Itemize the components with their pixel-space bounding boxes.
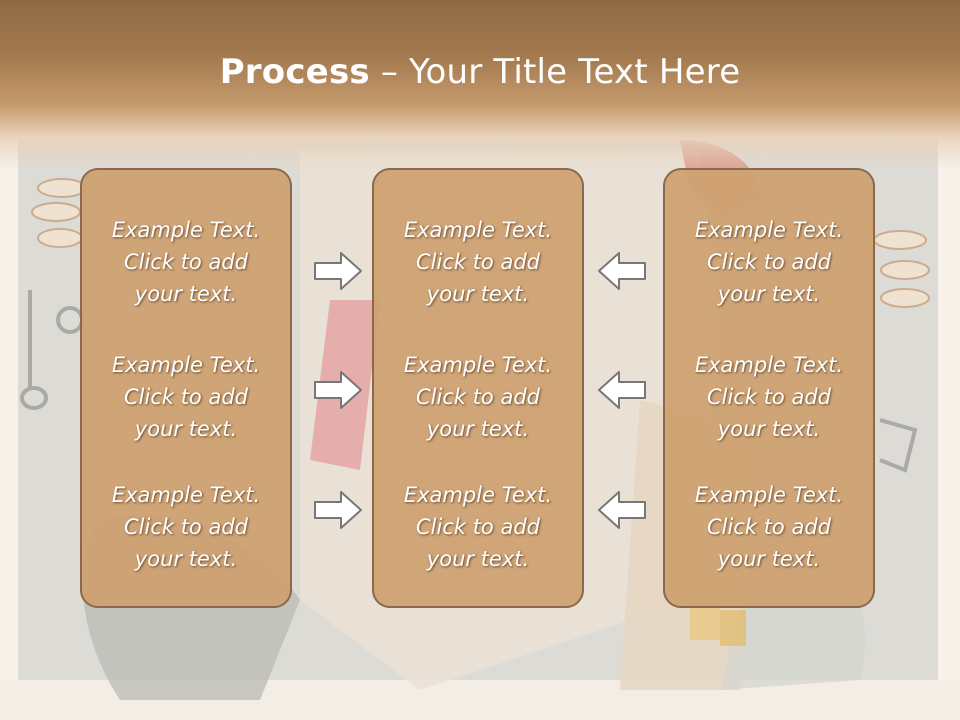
text-placeholder[interactable]: Example Text. Click to add your text. — [694, 218, 844, 306]
text-placeholder[interactable]: Example Text. Click to add your text. — [403, 218, 553, 306]
text-placeholder[interactable]: Example Text. Click to add your text. — [694, 483, 844, 571]
left-arrow-icon — [598, 252, 646, 290]
title-bold: Process — [219, 52, 370, 92]
process-box-center[interactable]: Example Text. Click to add your text. Ex… — [372, 168, 584, 608]
process-box-right[interactable]: Example Text. Click to add your text. Ex… — [663, 168, 875, 608]
text-placeholder[interactable]: Example Text. Click to add your text. — [111, 483, 261, 571]
right-arrow-icon — [314, 371, 362, 409]
text-placeholder[interactable]: Example Text. Click to add your text. — [694, 353, 844, 441]
text-placeholder[interactable]: Example Text. Click to add your text. — [403, 353, 553, 441]
title-band — [0, 0, 960, 170]
text-placeholder[interactable]: Example Text. Click to add your text. — [111, 218, 261, 306]
left-arrow-icon — [598, 371, 646, 409]
process-box-left[interactable]: Example Text. Click to add your text. Ex… — [80, 168, 292, 608]
text-placeholder[interactable]: Example Text. Click to add your text. — [403, 483, 553, 571]
slide-title[interactable]: Process – Your Title Text Here — [0, 52, 960, 92]
right-arrow-icon — [314, 252, 362, 290]
left-arrow-icon — [598, 491, 646, 529]
title-rest: – Your Title Text Here — [369, 52, 741, 92]
right-arrow-icon — [314, 491, 362, 529]
text-placeholder[interactable]: Example Text. Click to add your text. — [111, 353, 261, 441]
